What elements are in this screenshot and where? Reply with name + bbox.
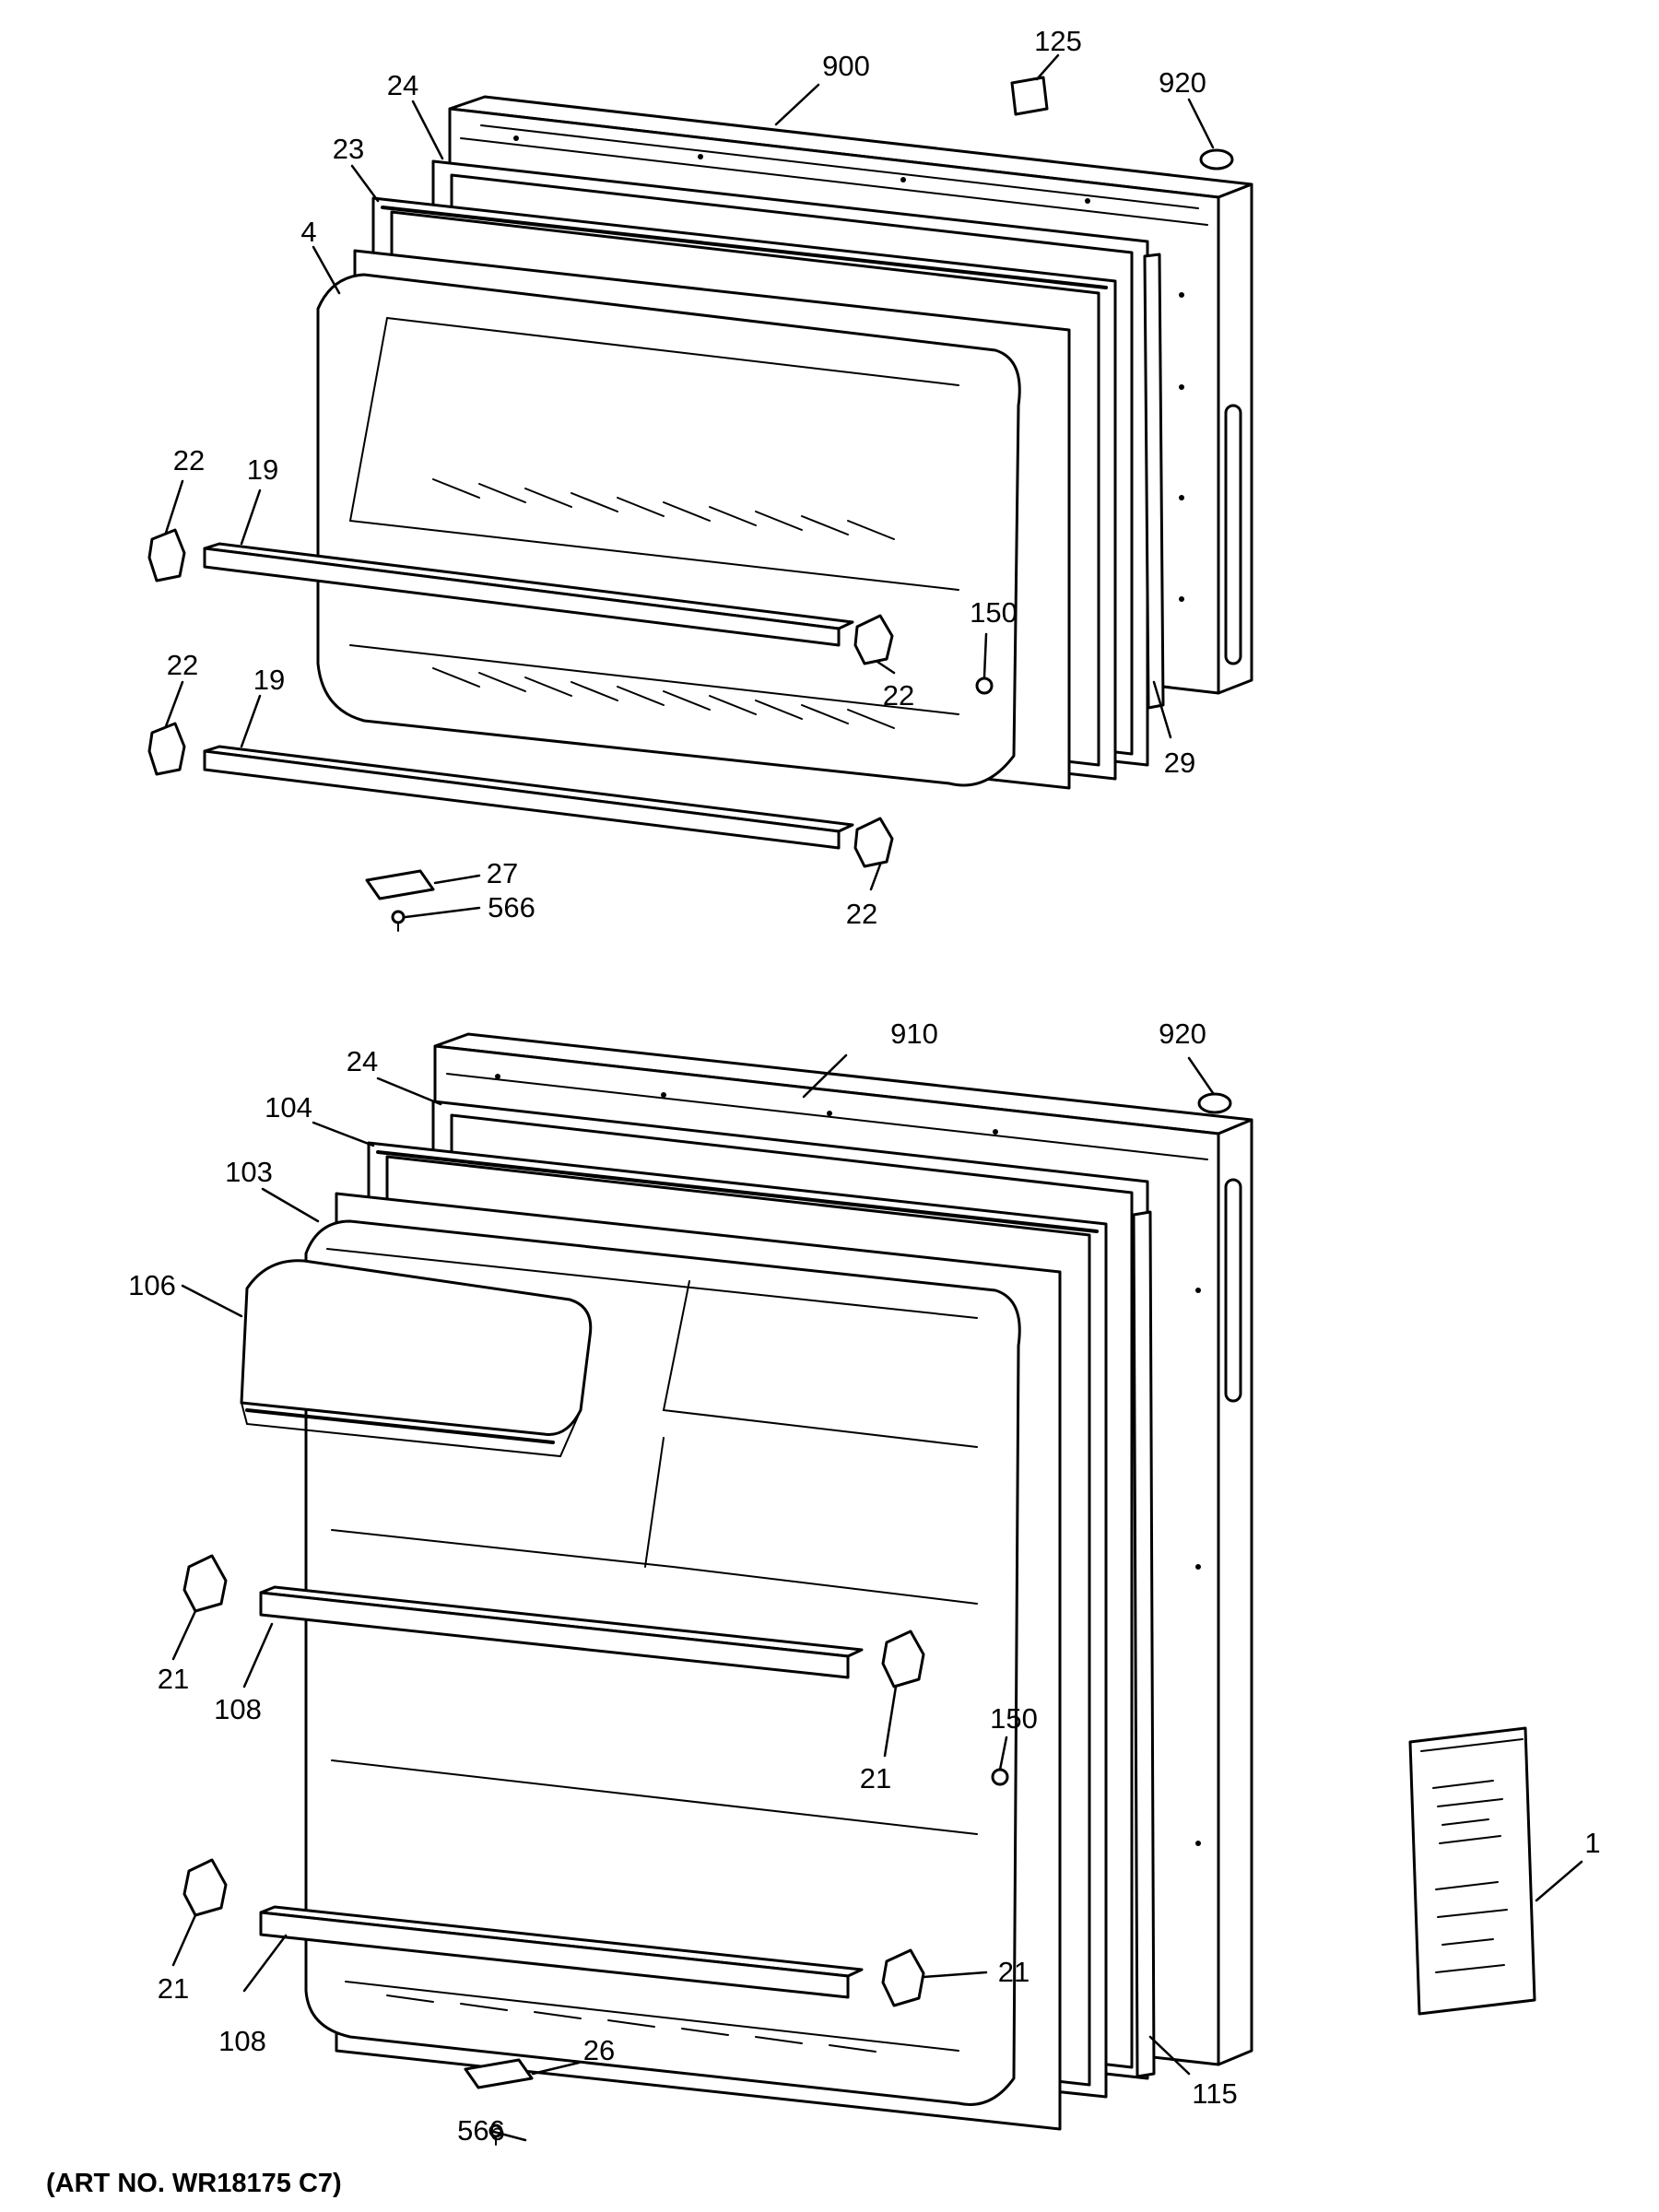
freezer-rail-upper-19[interactable] — [203, 542, 854, 647]
fresh-food-hinge-26 — [464, 2058, 534, 2089]
callout-566-bottom: 566 — [457, 2114, 505, 2147]
callout-108-upper: 108 — [214, 1693, 262, 1725]
callout-21-left-lower: 21 — [158, 1972, 189, 2005]
callout-labels: 900 125 920 24 23 4 22 19 22 19 22 150 2… — [128, 25, 1600, 2147]
callout-106: 106 — [128, 1269, 176, 1301]
callout-21-left-upper: 21 — [158, 1663, 189, 1695]
callout-1: 1 — [1584, 1827, 1600, 1859]
callout-22-right-upper: 22 — [883, 679, 914, 712]
dairy-compartment-door-106[interactable] — [240, 1259, 593, 1458]
freezer-door-liner-4 — [316, 249, 1071, 790]
freezer-rail-lower-19[interactable] — [203, 745, 854, 850]
fresh-food-cap-left-lower[interactable] — [182, 1858, 228, 1917]
freezer-hinge-27 — [365, 869, 435, 900]
freezer-screw-566 — [391, 910, 406, 932]
fresh-food-strip-115 — [1132, 1210, 1156, 2078]
fresh-food-cap-right-lower[interactable] — [881, 1948, 925, 2007]
callout-22-right-lower: 22 — [846, 898, 877, 930]
callout-115: 115 — [1192, 2077, 1237, 2110]
owners-manual-1 — [1408, 1726, 1536, 2016]
manual-text-lines — [1432, 1780, 1508, 1973]
callout-27: 27 — [487, 857, 518, 889]
callout-150-top: 150 — [970, 596, 1018, 629]
callout-920-bottom: 920 — [1159, 1018, 1206, 1050]
art-number: (ART NO. WR18175 C7) — [46, 2169, 342, 2198]
freezer-cap-left-upper[interactable] — [147, 528, 186, 582]
fresh-food-plug-920 — [1197, 1092, 1232, 1114]
callout-19-upper: 19 — [247, 453, 278, 486]
fresh-food-screw-150 — [991, 1768, 1009, 1786]
leader-lines — [164, 53, 1583, 2142]
callout-21-right-lower: 21 — [998, 1956, 1030, 1988]
freezer-shelf-ridges — [432, 478, 895, 729]
callout-23: 23 — [333, 133, 364, 165]
fresh-food-rail-upper-108[interactable] — [259, 1585, 864, 1679]
callout-125: 125 — [1034, 25, 1082, 57]
callout-920-top: 920 — [1159, 66, 1206, 99]
freezer-screw-150 — [975, 677, 994, 695]
callout-26: 26 — [583, 2034, 615, 2066]
callout-150-bottom: 150 — [990, 1702, 1038, 1735]
callout-566-top: 566 — [488, 891, 535, 924]
fresh-food-bottom-ridges — [386, 1994, 877, 2053]
callout-108-lower: 108 — [218, 2025, 266, 2057]
freezer-cap-right-upper[interactable] — [853, 614, 894, 665]
freezer-cap-right-lower[interactable] — [853, 817, 894, 868]
callout-910: 910 — [890, 1018, 938, 1050]
callout-104: 104 — [265, 1091, 312, 1124]
callout-4: 4 — [300, 216, 316, 248]
fresh-food-cap-left-upper[interactable] — [182, 1554, 228, 1613]
callout-900: 900 — [822, 50, 870, 82]
callout-22-left-lower: 22 — [167, 649, 198, 681]
callout-24-top: 24 — [387, 69, 418, 101]
freezer-label-125 — [1010, 76, 1049, 116]
freezer-plug-920 — [1199, 148, 1234, 171]
fresh-food-cap-right-upper[interactable] — [881, 1630, 925, 1688]
callout-21-right-upper: 21 — [860, 1762, 891, 1794]
freezer-strip-29 — [1143, 253, 1165, 710]
callout-19-lower: 19 — [253, 664, 285, 696]
fresh-food-rail-lower-108[interactable] — [259, 1905, 864, 1999]
freezer-cap-left-lower[interactable] — [147, 722, 186, 776]
callout-103: 103 — [225, 1156, 273, 1188]
callout-22-left-upper: 22 — [173, 444, 205, 477]
callout-24-bottom: 24 — [347, 1045, 378, 1077]
callout-29: 29 — [1164, 747, 1195, 779]
